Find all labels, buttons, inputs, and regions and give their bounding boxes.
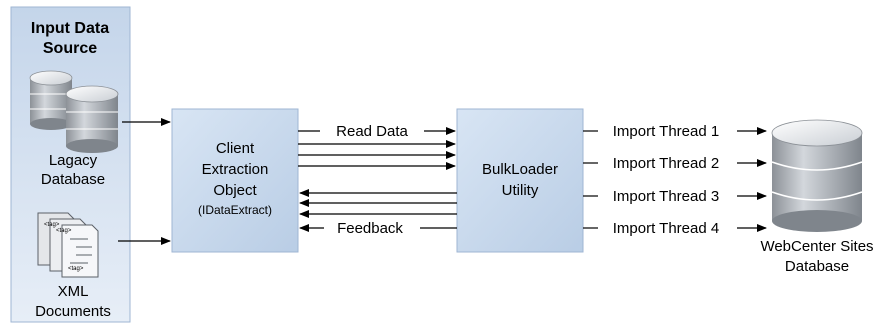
legacy-database-label-line2: Database [41,171,105,188]
read-data-arrows: Read Data [298,123,456,170]
xml-documents-label-line2: Documents [35,303,111,320]
feedback-arrows: Feedback [299,189,457,237]
read-data-label: Read Data [336,123,408,140]
client-extraction-object-box: Client Extraction Object (IDataExtract) [171,108,299,253]
import-thread-2: Import Thread 2 [583,155,767,172]
webcenter-db-label-line2: Database [785,258,849,275]
client-box-line1: Client [216,140,255,157]
import-thread-1-label: Import Thread 1 [613,123,719,140]
bulkloader-box-line1: BulkLoader [482,161,558,178]
feedback-label: Feedback [337,220,403,237]
bulkloader-box-line2: Utility [502,182,539,199]
xml-doc-mark: <tag> [68,266,84,272]
import-thread-2-label: Import Thread 2 [613,155,719,172]
client-box-line4: (IDataExtract) [198,203,272,217]
panel-title-line1: Input Data [31,20,109,37]
client-box-line3: Object [213,182,257,199]
xml-documents-icon: <tag> <tag> <tag> [37,212,99,278]
import-thread-4-label: Import Thread 4 [613,220,719,237]
import-thread-3: Import Thread 3 [583,188,767,205]
bulkloader-utility-box: BulkLoader Utility [456,108,584,253]
client-box-line2: Extraction [202,161,269,178]
xml-doc-mark: <tag> [44,222,60,228]
xml-documents-label-line1: XML [58,283,89,300]
import-thread-4: Import Thread 4 [583,220,767,237]
import-thread-3-label: Import Thread 3 [613,188,719,205]
legacy-database-label-line1: Lagacy [49,152,98,169]
legacy-database-icon [29,70,119,153]
import-thread-1: Import Thread 1 [583,123,767,140]
webcenter-sites-database-icon [771,119,863,232]
panel-title-line2: Source [43,40,97,57]
webcenter-db-label-line1: WebCenter Sites [760,238,873,255]
xml-doc-mark: <tag> [56,228,72,234]
